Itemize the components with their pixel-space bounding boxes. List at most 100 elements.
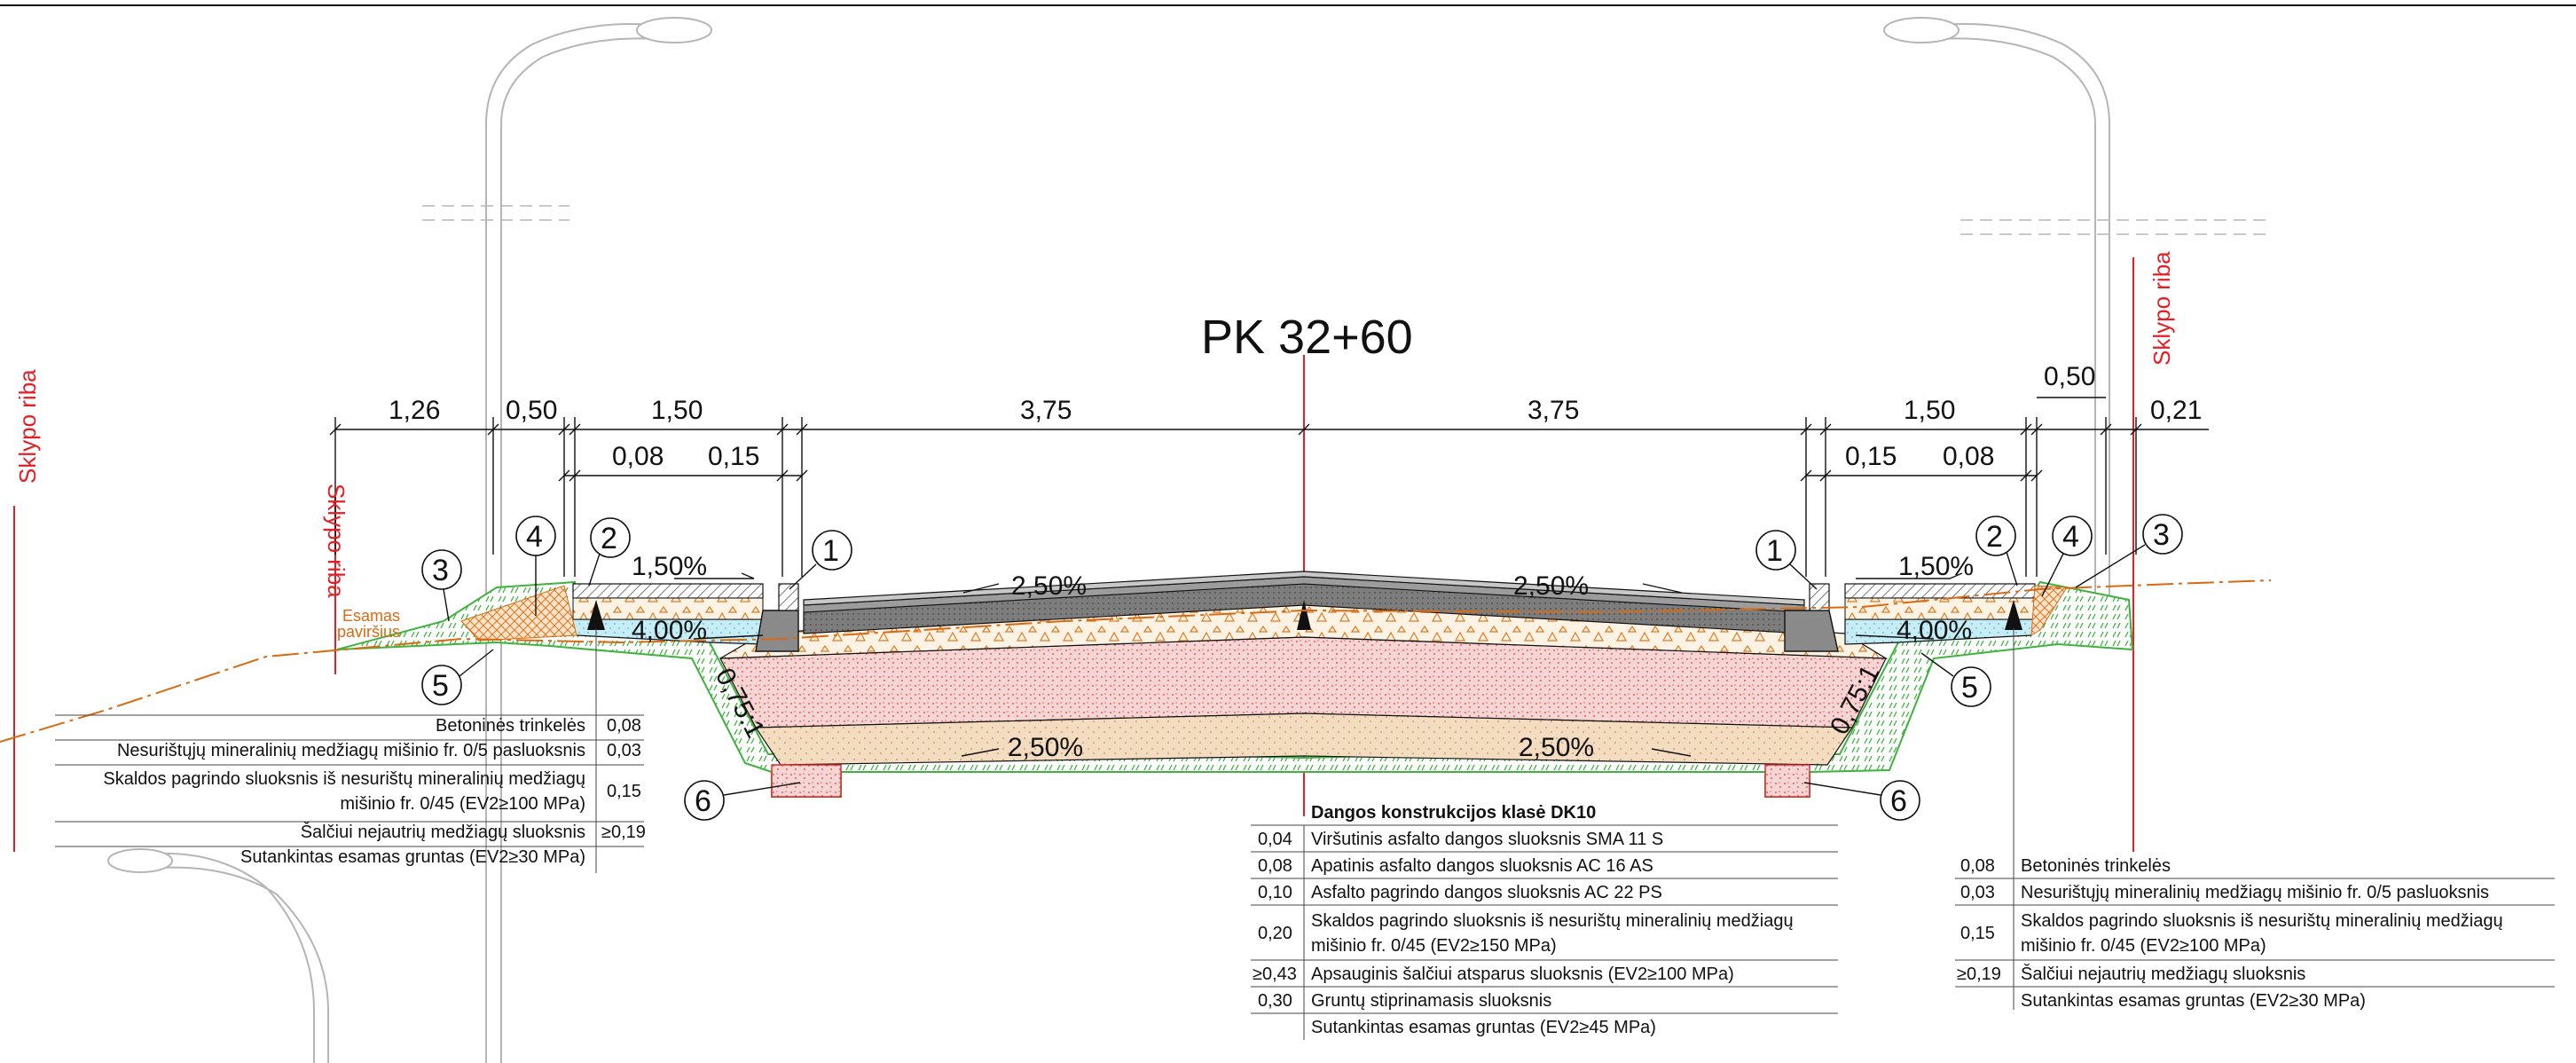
station-title: PK 32+60: [1201, 311, 1413, 364]
existing-surface-line: [0, 579, 2272, 743]
edge-restraint-right: [2005, 600, 2022, 630]
left-row2-value: 0,03: [607, 741, 641, 760]
layer-table-left: Betoninės trinkelės 0,08 Nesurištųjų min…: [55, 714, 646, 873]
left-row4-value: ≥0,19: [601, 823, 646, 842]
slope-base-right: 4,00%: [1897, 616, 1972, 645]
svg-text:6: 6: [1890, 784, 1907, 818]
svg-text:5: 5: [432, 669, 449, 703]
layer-table-right: 0,08 Betoninės trinkelės 0,03 Nesurištųj…: [1955, 856, 2555, 1011]
left-row3-desc2: mišinio fr. 0/45 (EV2≥100 MPa): [340, 794, 585, 814]
kerb-left-top: [778, 583, 799, 611]
slope-sidewalk-right: 1,50%: [1898, 552, 1974, 581]
dim-right-3: 0,50: [2044, 362, 2095, 391]
right-row4-desc: Šalčiui nejautrių medžiagų sluoksnis: [2021, 964, 2305, 984]
street-lamp-left: [422, 17, 712, 1063]
center-row6-value: 0,30: [1258, 991, 1292, 1011]
dim-sub-left-1: 0,08: [612, 442, 664, 471]
slope-arrows: [674, 572, 1963, 757]
left-row1-desc: Betoninės trinkelės: [436, 716, 585, 736]
kerb-right-top: [1809, 583, 1830, 611]
center-row6-desc: Gruntų stiprinamasis sluoksnis: [1311, 991, 1551, 1011]
slope-base-left: 4,00%: [632, 616, 707, 645]
slope-road-right: 2,50%: [1513, 571, 1589, 601]
center-heading: Dangos konstrukcijos klasė DK10: [1311, 803, 1596, 823]
drain-right: [1764, 764, 1810, 798]
edge-restraint-left: [587, 600, 605, 630]
sidewalk-right-pavers: [1844, 583, 2036, 599]
left-row1-value: 0,08: [607, 716, 641, 736]
center-row1-value: 0,04: [1258, 830, 1292, 849]
callout-2-right: 2: [1975, 516, 2018, 587]
dim-left-4: 3,75: [1020, 396, 1072, 425]
callout-1-right: 1: [1755, 530, 1818, 590]
dim-right-1: 3,75: [1528, 396, 1579, 425]
left-row4-desc: Šalčiui nejautrių medžiagų sluoksnis: [301, 822, 585, 842]
svg-text:1: 1: [1766, 534, 1783, 568]
center-row4-desc2: mišinio fr. 0/45 (EV2≥150 MPa): [1311, 936, 1557, 956]
edge-soil-right: [2030, 585, 2068, 636]
right-row1-value: 0,08: [1960, 856, 1995, 876]
dim-sub-right-1: 0,15: [1845, 442, 1897, 471]
left-row5-desc: Sutankintas esamas gruntas (EV2≥30 MPa): [240, 847, 585, 867]
sidewalk-left-pavers: [572, 583, 764, 599]
sidewalk-left-sand: [572, 597, 764, 620]
boundary-label-right: Sklypo riba: [2148, 251, 2175, 366]
dim-sub-left-2: 0,15: [708, 442, 759, 471]
center-row2-value: 0,08: [1258, 856, 1292, 876]
dim-sub-right-2: 0,08: [1943, 442, 1994, 471]
callout-4-right: 4: [2041, 516, 2093, 597]
svg-text:3: 3: [2153, 518, 2170, 552]
dim-left-2: 0,50: [506, 396, 557, 425]
street-lamp-bottom: [107, 848, 329, 1063]
edge-soil-left: [460, 585, 577, 642]
layer-table-center: Dangos konstrukcijos klasė DK10 0,04 Vir…: [1251, 803, 1838, 1040]
centre-marker: [1297, 600, 1311, 630]
right-row3-value: 0,15: [1960, 924, 1995, 943]
svg-text:5: 5: [1961, 671, 1978, 705]
svg-text:2: 2: [1986, 520, 2003, 554]
callout-2-left: 2: [588, 517, 631, 587]
callout-5-right: 5: [1920, 652, 1991, 707]
center-row1-desc: Viršutinis asfalto dangos sluoksnis SMA …: [1311, 830, 1663, 849]
right-row2-value: 0,03: [1960, 883, 1995, 902]
left-row3-desc: Skaldos pagrindo sluoksnis iš nesurištų …: [103, 769, 585, 789]
slope-bottom-right: 2,50%: [1519, 733, 1594, 762]
right-row2-desc: Nesurištųjų mineralinių medžiagų mišinio…: [2021, 883, 2489, 902]
sidewalk-right-sand: [1844, 597, 2036, 620]
callout-4-left: 4: [515, 516, 556, 616]
svg-text:4: 4: [526, 520, 543, 554]
callout-5-left: 5: [421, 649, 494, 705]
right-row3-desc2: mišinio fr. 0/45 (EV2≥100 MPa): [2021, 936, 2266, 956]
street-lamp-right: [1883, 17, 2273, 639]
right-row1-desc: Betoninės trinkelės: [2021, 856, 2171, 876]
center-row7-desc: Sutankintas esamas gruntas (EV2≥45 MPa): [1311, 1018, 1656, 1037]
dim-right-4: 0,21: [2150, 396, 2202, 425]
svg-text:1: 1: [822, 534, 839, 568]
callout-1-left: 1: [789, 530, 852, 590]
right-row4-value: ≥0,19: [1957, 965, 2001, 984]
dim-left-1: 1,26: [389, 396, 440, 425]
drain-left: [771, 764, 842, 798]
right-row5-desc: Sutankintas esamas gruntas (EV2≥30 MPa): [2021, 991, 2366, 1011]
center-row3-desc: Asfalto pagrindo dangos sluoksnis AC 22 …: [1311, 883, 1662, 902]
dim-left-3: 1,50: [651, 396, 703, 425]
svg-text:2: 2: [601, 522, 617, 555]
kerb-left: [755, 610, 799, 652]
center-row4-value: 0,20: [1258, 924, 1292, 943]
svg-text:3: 3: [432, 554, 449, 587]
left-row2-desc: Nesurištųjų mineralinių medžiagų mišinio…: [117, 741, 585, 760]
dim-right-2: 1,50: [1904, 396, 1955, 425]
svg-text:6: 6: [695, 784, 711, 818]
layer-asphalt-surface: [803, 571, 1805, 606]
boundary-label-left-inner: Sklypo riba: [323, 484, 349, 598]
slope-road-left: 2,50%: [1011, 571, 1087, 601]
center-row5-desc: Apsauginis šalčiui atsparus sluoksnis (E…: [1311, 965, 1734, 984]
svg-text:4: 4: [2062, 520, 2079, 554]
right-row3-desc: Skaldos pagrindo sluoksnis iš nesurištų …: [2021, 911, 2503, 931]
kerb-right: [1784, 610, 1839, 652]
callout-6-left: 6: [684, 780, 801, 821]
center-row4-desc: Skaldos pagrindo sluoksnis iš nesurištų …: [1311, 911, 1794, 931]
dimension-lines: [329, 397, 2209, 577]
callout-3-left: 3: [421, 549, 462, 622]
